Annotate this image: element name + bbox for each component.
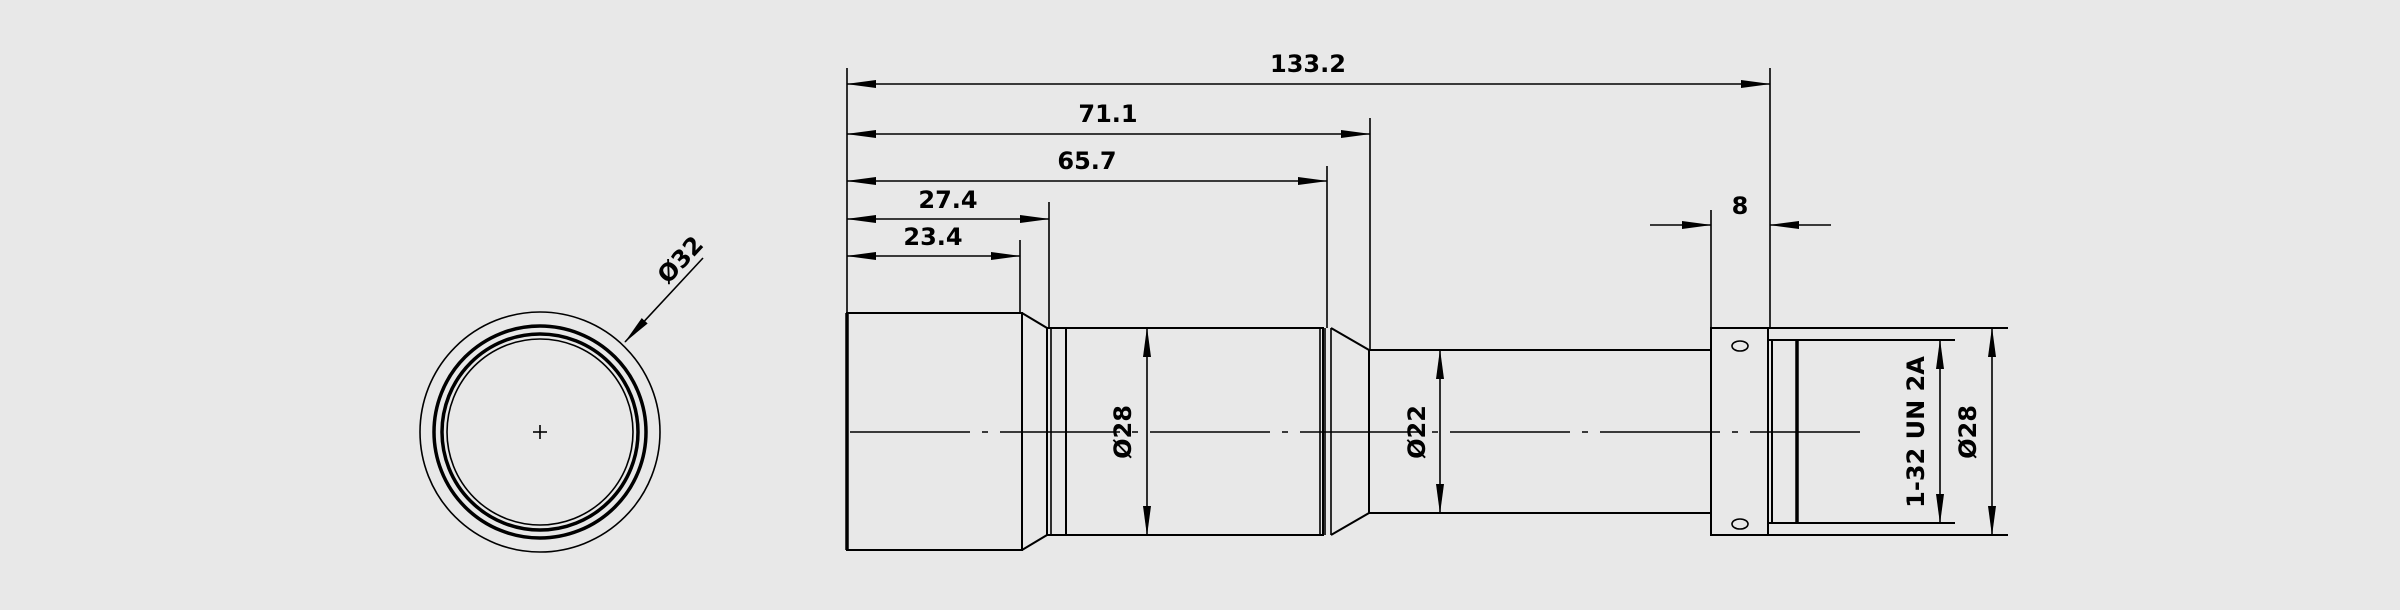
taper [1330, 327, 1370, 536]
dim-dia-end: Ø28 [1954, 405, 1982, 459]
thread-extension [1768, 327, 2008, 536]
flange-hole-top [1731, 340, 1749, 352]
body-section-2 [1046, 327, 1324, 536]
flange [1710, 327, 1769, 536]
end-view: Ø32 [419, 231, 709, 553]
dim-dia-neck: Ø22 [1403, 405, 1431, 459]
thread-outline [1768, 339, 1955, 524]
ring-circle [440, 332, 640, 532]
dim-71: 71.1 [1078, 100, 1137, 128]
flange-hole-bottom [1731, 518, 1749, 530]
neck [1369, 349, 1711, 514]
outer-circle [419, 311, 661, 553]
dim-dia-body: Ø28 [1109, 405, 1137, 459]
dim-133: 133.2 [1270, 50, 1346, 78]
dim-8: 8 [1732, 192, 1749, 220]
diameter-leader [624, 257, 704, 343]
dim-65: 65.7 [1057, 147, 1116, 175]
dim-27: 27.4 [918, 186, 977, 214]
dim-23: 23.4 [903, 223, 962, 251]
bore-circle [446, 338, 634, 526]
dim-thread: 1-32 UN 2A [1902, 356, 1930, 508]
dimensions: 133.2 71.1 65.7 27.4 23.4 8 Ø28 Ø22 1-32… [846, 50, 1996, 536]
flange-circle [432, 324, 648, 540]
side-view [845, 312, 2008, 551]
